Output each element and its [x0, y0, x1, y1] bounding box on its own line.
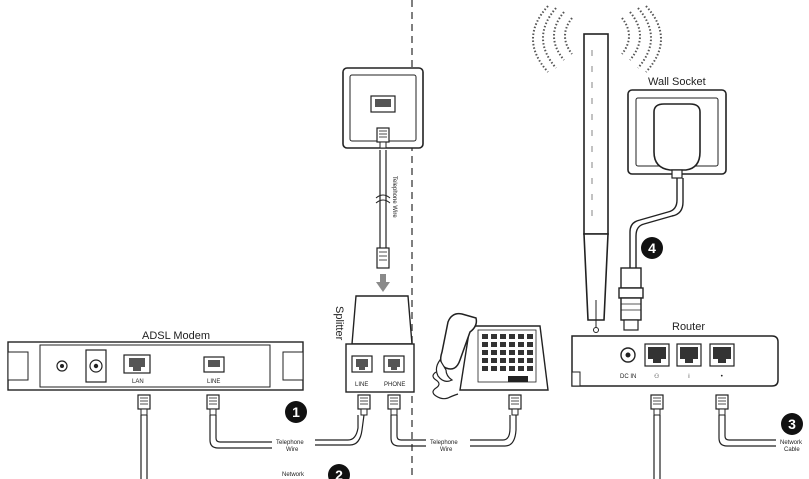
vertical-telephone-wire [375, 127, 391, 269]
power-plug [618, 267, 644, 331]
telephone-wire-2-label-b: Wire [440, 447, 453, 453]
telephone-wire-1-label-a: Telephone [276, 440, 304, 446]
adsl-modem [7, 341, 304, 391]
wifi-signal-left-icon [532, 5, 573, 73]
lan-port-label: LAN [132, 379, 144, 385]
down-arrow-icon [376, 274, 390, 292]
wall-socket-label: Wall Socket [648, 76, 706, 88]
telephone-wire-2: Telephone Wire [390, 415, 517, 453]
step-4-badge: 4 [641, 237, 663, 259]
adsl-modem-label: ADSL Modem [142, 330, 210, 342]
svg-text:1: 1 [292, 404, 300, 420]
network-cable-label-b: Cable [784, 447, 800, 453]
lan-port [123, 354, 151, 374]
telephone-plug [508, 394, 522, 416]
dc-jack-icon [85, 349, 107, 383]
splitter-line-port [351, 355, 373, 373]
router-lan-port-1 [644, 343, 670, 367]
dc-in-label: DC IN [620, 374, 636, 380]
telephone-wire-vertical-label: Telephone Wire [391, 176, 397, 218]
step-1-badge: 1 [285, 401, 307, 423]
splitter-phone-plug [387, 394, 401, 416]
splitter-phone-label: PHONE [384, 382, 405, 388]
splitter [345, 295, 415, 393]
network-cable: Network Cable [715, 394, 803, 453]
splitter-phone-port [383, 355, 405, 373]
handset-icon [435, 312, 478, 382]
wan-dot-icon: • [720, 373, 724, 380]
line-port [203, 356, 225, 373]
splitter-line-label: LINE [355, 382, 368, 388]
svg-text:4: 4 [648, 240, 656, 256]
router: ⚇ ⁞ • [571, 335, 779, 387]
modem-lan-cable [137, 394, 151, 479]
router-wan-port [709, 343, 735, 367]
splitter-label: Splitter [333, 306, 345, 341]
wifi-signal-right-icon [621, 5, 662, 73]
router-label: Router [672, 321, 705, 333]
step-2-badge: 2 [328, 464, 350, 479]
network-cable-label-a: Network [780, 440, 803, 446]
network-icon: ⚇ [654, 373, 659, 380]
telephone-wire-1: Telephone Wire [276, 414, 365, 453]
keypad-icon [482, 334, 533, 371]
network-partial-label: Network [282, 472, 305, 478]
power-adapter [629, 103, 701, 268]
svg-text:2: 2 [335, 467, 343, 479]
modem-line-cable [206, 394, 272, 449]
power-icon [56, 360, 68, 372]
telephone-wire-2-label-a: Telephone [430, 440, 458, 446]
wall-phone-jack [342, 67, 424, 149]
telephone-wire-1-label-b: Wire [286, 447, 299, 453]
port-divider-icon: ⁞ [688, 373, 690, 380]
coiled-cord-icon [432, 371, 459, 400]
router-lan-port-2 [676, 343, 702, 367]
line-port-label: LINE [207, 379, 220, 385]
telephone [432, 312, 549, 400]
router-antenna [583, 33, 609, 333]
router-dc-in-port [620, 347, 636, 363]
router-lan-cable [650, 394, 664, 479]
splitter-line-plug [357, 394, 371, 416]
step-3-badge: 3 [781, 413, 803, 435]
svg-text:3: 3 [788, 416, 796, 432]
